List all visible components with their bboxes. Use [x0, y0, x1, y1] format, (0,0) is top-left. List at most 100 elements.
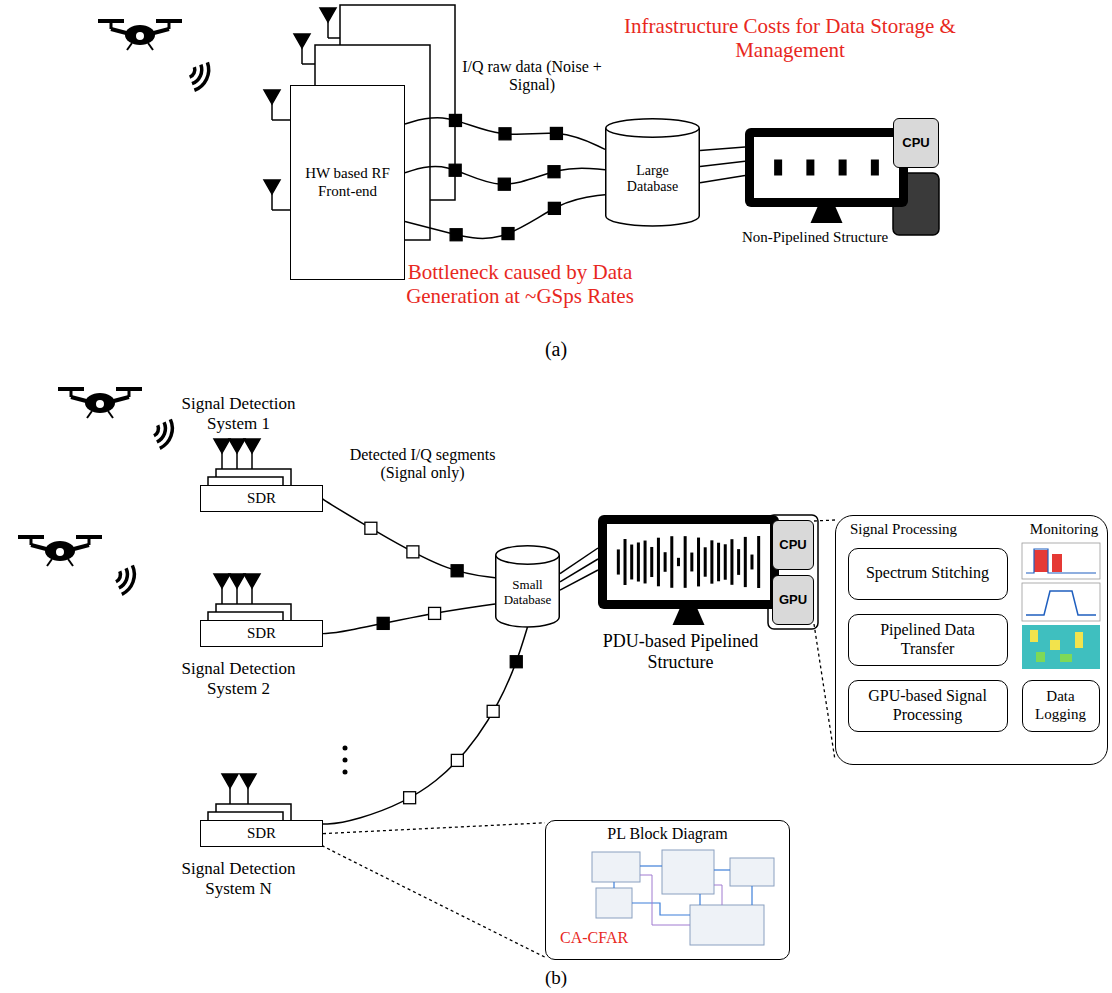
- process-box: Spectrum Stitching: [848, 548, 1008, 600]
- node-heading: Monitoring: [1022, 521, 1106, 538]
- antenna-symbol: [264, 180, 280, 210]
- monitor-outline: [677, 558, 680, 566]
- red-note: Bottleneck caused by Data Generation at …: [360, 260, 680, 308]
- antenna-symbol: [244, 574, 260, 604]
- pl-block-schematic: [690, 905, 764, 945]
- data-packet: [548, 202, 560, 214]
- antenna-symbol: [244, 439, 260, 469]
- radio-waves: [151, 416, 177, 450]
- node-heading: Signal Processing: [850, 521, 1010, 538]
- monitor-outline: [744, 537, 747, 587]
- monitor-outline: [774, 160, 782, 176]
- ellipsis-dots: [343, 746, 348, 775]
- data-packet: [451, 565, 463, 577]
- cylinder-outline: [606, 119, 700, 138]
- monitor-outline: [724, 544, 727, 579]
- process-box: Pipelined Data Transfer: [848, 614, 1008, 666]
- monitor-outline: [650, 547, 653, 577]
- node-label: SDR: [247, 490, 276, 507]
- gpu-box: GPU: [772, 575, 814, 625]
- monitor-icon: PDU-based Pipelined Structure: [598, 515, 779, 625]
- cylinder-outline: [496, 546, 560, 565]
- antenna-symbol: [229, 574, 245, 604]
- node-label: Spectrum Stitching: [866, 564, 989, 582]
- monitor-outline: [710, 540, 713, 583]
- data-link: [560, 559, 598, 582]
- node-label: Small Database: [499, 578, 556, 608]
- cpu-box: CPU: [893, 118, 939, 168]
- monitoring-plots: [1034, 550, 1048, 572]
- antenna-symbol: [302, 63, 315, 65]
- cylinder-outline: [606, 128, 700, 226]
- data-link: [700, 147, 745, 150]
- radio-waves: [186, 58, 214, 93]
- data-packet: [450, 229, 462, 241]
- pl-block-schematic: [714, 885, 722, 905]
- data-packet: [404, 792, 416, 804]
- node-heading: Signal Detection System N: [161, 859, 316, 898]
- database-cylinder: Small Database: [495, 545, 560, 627]
- monitor-outline: [811, 207, 843, 223]
- monitoring-plots: [1026, 549, 1096, 573]
- antenna-symbol: [272, 119, 290, 121]
- antenna-symbol: [328, 37, 340, 39]
- node-label: SDR: [247, 625, 276, 642]
- monitor-icon: Non-Pipelined Structure: [745, 128, 908, 223]
- monitor-outline: [630, 545, 633, 580]
- data-label: Detected I/Q segments (Signal only): [335, 446, 510, 483]
- data-packet: [377, 617, 389, 629]
- rf-frontend-box: HW based RF Front-end: [290, 85, 405, 280]
- radio-waves: [113, 58, 214, 596]
- drone-icon: [18, 535, 102, 566]
- pl-block-schematic: [640, 875, 690, 925]
- monitor-outline: [806, 160, 814, 176]
- monitoring-plots: [1026, 591, 1096, 615]
- data-packet: [449, 114, 461, 126]
- ellipsis-dots: [343, 746, 348, 751]
- pl-block-schematic: [592, 852, 640, 882]
- database-cylinder: Large Database: [605, 118, 700, 226]
- data-packet: [502, 228, 514, 240]
- monitor-outline: [717, 543, 720, 582]
- monitor-outline: [750, 555, 753, 570]
- zoom-line: [322, 846, 545, 957]
- monitor-outline: [690, 553, 693, 572]
- monitor-outline: [617, 549, 620, 574]
- monitoring-plots: [1060, 654, 1072, 662]
- monitor-outline: [644, 541, 647, 584]
- monitoring-plots: [1075, 632, 1083, 648]
- data-packet: [499, 128, 511, 140]
- monitoring-plots: [1052, 554, 1062, 572]
- sdr-box: SDRSignal Detection System N: [200, 820, 323, 847]
- monitor-outline: [664, 552, 667, 572]
- zoom-line: [323, 823, 545, 834]
- antenna-symbol: [214, 439, 230, 469]
- monitor-outline: [697, 538, 700, 587]
- panel-letter: (b): [530, 967, 582, 989]
- node-label: SDR: [247, 825, 276, 842]
- data-packet: [487, 705, 499, 717]
- data-packet: [429, 607, 441, 619]
- monitor-outline: [624, 539, 627, 585]
- monitor-outline: [670, 536, 673, 588]
- data-link: [322, 498, 495, 577]
- antenna-symbol: [229, 439, 245, 469]
- detail-panel: Signal Processing MonitoringSpectrum Stit…: [835, 515, 1108, 765]
- monitor-outline: [607, 524, 770, 600]
- monitor-outline: [745, 128, 908, 207]
- node-heading: Signal Detection System 1: [161, 394, 316, 433]
- pl-block-schematic: [751, 886, 752, 905]
- node-label: GPU: [779, 593, 807, 608]
- data-packet: [548, 166, 560, 178]
- node-heading: Non-Pipelined Structure: [730, 229, 900, 246]
- monitoring-plots: [1022, 543, 1100, 579]
- pl-block-schematic: [614, 866, 752, 915]
- pl-block-schematic: [640, 875, 722, 925]
- data-packet: [407, 546, 419, 558]
- node-label: Data Logging: [1027, 688, 1095, 723]
- pl-block-schematic: [714, 869, 730, 870]
- antenna-symbol: [272, 209, 290, 211]
- pl-block-schematic: [640, 865, 662, 866]
